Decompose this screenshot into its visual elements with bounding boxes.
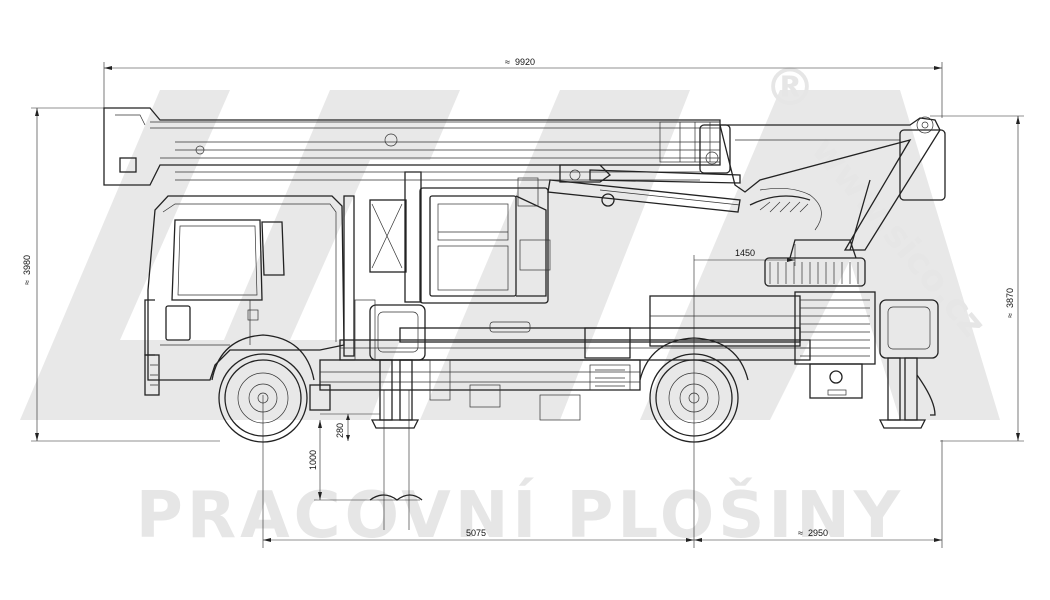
- upper-arm: [719, 116, 946, 251]
- rear-overhang-label: 2950: [808, 528, 828, 538]
- approx-boom: ≈: [1005, 313, 1015, 318]
- chassis-frame: [309, 339, 811, 421]
- telescopic-boom: [103, 107, 731, 186]
- dimension-turret-offset: 1450: [694, 244, 796, 266]
- rear-outrigger: [878, 299, 939, 429]
- outrigger-step-label: 280: [335, 423, 345, 438]
- truck-cab: [144, 195, 355, 396]
- slew-ring: [764, 257, 866, 287]
- turret-offset-label: 1450: [735, 248, 755, 258]
- front-wheel: [211, 334, 315, 443]
- work-platform-basket: [369, 171, 551, 304]
- deck-subframe: [399, 295, 801, 359]
- overall-height-label: 3980: [22, 255, 32, 275]
- boom-height-label: 3870: [1005, 288, 1015, 308]
- dimension-overall-height: ≈ 3980: [22, 107, 220, 442]
- approx-overhang: ≈: [798, 528, 803, 538]
- headlight: [165, 305, 191, 341]
- dimension-boom-height: ≈ 3870: [930, 115, 1024, 442]
- approx-length: ≈: [505, 57, 510, 67]
- overall-length-label: 9920: [515, 57, 535, 67]
- front-outrigger: [354, 299, 426, 429]
- cab-window: [171, 219, 263, 301]
- support-height-label: 1000: [308, 450, 318, 470]
- dimension-outrigger-step: 280: [320, 413, 380, 441]
- boom-cylinders: [547, 164, 741, 213]
- dimension-overall-length: ≈ 9920: [103, 57, 943, 118]
- boom-head-light: [119, 157, 137, 173]
- front-bumper: [144, 354, 160, 396]
- side-mirror: [261, 221, 285, 276]
- dimension-support-height: 1000: [308, 390, 423, 530]
- step: [309, 384, 331, 411]
- turret-base: [764, 239, 876, 399]
- rear-deck-box: [649, 295, 801, 347]
- approx-height: ≈: [22, 280, 32, 285]
- dimension-wheelbase: 5075: [262, 255, 695, 548]
- watermark-registered: ®: [764, 58, 816, 118]
- watermark-slogan: PRACOVNÍ PLOŠINY: [136, 477, 904, 553]
- platform-foot-outline: [369, 494, 423, 501]
- dimension-rear-overhang: ≈ 2950: [694, 440, 943, 548]
- control-panel: [369, 199, 407, 273]
- watermark-logo: [20, 90, 1000, 420]
- wheelbase-label: 5075: [466, 528, 486, 538]
